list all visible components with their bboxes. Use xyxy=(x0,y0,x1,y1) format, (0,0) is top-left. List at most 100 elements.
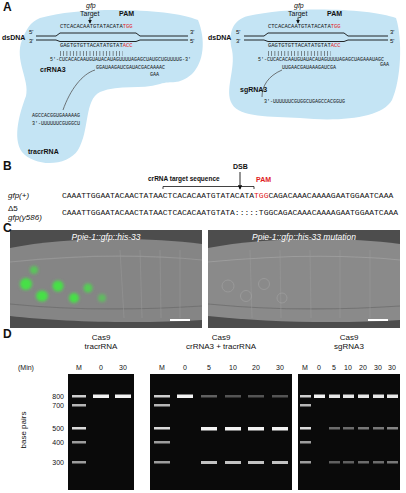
panel-letter: C xyxy=(3,222,12,234)
rna-sequence: 3'-UUUUUUCGUGGCUGAGCCACGGUG xyxy=(264,100,345,105)
base-pair-ticks xyxy=(268,51,331,56)
pam-label: PAM xyxy=(327,10,342,17)
lane-label: 20 xyxy=(252,364,260,371)
end-label: 3' xyxy=(29,38,33,44)
target-arrow xyxy=(298,18,299,24)
size-label: 700 xyxy=(52,402,64,409)
allele-name: gfp(y586) xyxy=(8,214,42,222)
end-label: 3' xyxy=(190,29,194,35)
allele-name: gfp(+) xyxy=(8,192,29,200)
gel xyxy=(150,374,292,490)
rna-strand xyxy=(63,70,95,110)
dna-sequence: CTCACACAATGTATACATA xyxy=(60,24,123,30)
dna-label: dsDNA xyxy=(2,34,25,41)
pam-sequence: ACC xyxy=(123,43,133,49)
gel-title: Cas9 xyxy=(212,334,231,342)
micrograph xyxy=(10,230,202,328)
gene-name: gfp xyxy=(294,2,304,9)
lane-label: 20 xyxy=(359,364,367,371)
gel-title: tracrRNA xyxy=(85,343,118,351)
dna-sequence: CTCACACAATGTATACATA xyxy=(268,24,331,30)
pam-sequence: TGG xyxy=(331,24,341,30)
gel-title: sgRNA3 xyxy=(334,343,364,351)
gel xyxy=(298,374,400,490)
dna-strand xyxy=(36,33,188,36)
rna-sequence: AGCCACGGUGAAAAAG xyxy=(32,114,80,119)
end-label: 5' xyxy=(29,29,33,35)
pam-label: PAM xyxy=(119,10,134,17)
panel-letter: A xyxy=(3,1,12,13)
gene-name: gfp xyxy=(86,2,96,9)
target-label: crRNA target sequence xyxy=(148,176,220,183)
target-label: Target xyxy=(288,10,307,17)
lane-label: 30 xyxy=(119,364,127,371)
rna-sequence: GAA xyxy=(150,73,159,78)
pam-sequence: ACC xyxy=(331,43,341,49)
allele-name: Δ5 xyxy=(8,205,18,213)
size-label: 800 xyxy=(52,393,64,400)
pam-sequence: TGG xyxy=(254,192,268,200)
dna-strand xyxy=(244,33,388,36)
lane-label: 0 xyxy=(317,364,321,371)
lane-label: 10 xyxy=(229,364,237,371)
lane-label: 30 xyxy=(388,364,396,371)
panel-title: Ppie-1::gfp::his-33 mutation xyxy=(208,230,400,242)
dna-sequence: CAAATTGGAATACAACTATAACTCACACAATGTATACATA xyxy=(62,192,254,200)
micrograph-panel: Ppie-1::gfp::his-33 mutation xyxy=(208,230,400,328)
gel-title: crRNA3 + tracrRNA xyxy=(186,343,256,351)
rna-sequence: UUGAACGAUAAAGAUCGA xyxy=(282,66,336,71)
size-label: 400 xyxy=(52,439,64,446)
dna-sequence: GAGTGTGTTACATATGTAT xyxy=(268,43,331,49)
rna-name: sgRNA3 xyxy=(240,86,267,93)
lane-label: 5 xyxy=(332,364,336,371)
lane-label: 30 xyxy=(276,364,284,371)
micrograph-panel: Ppie-1::gfp::his-33 xyxy=(10,230,202,328)
lane-label: 30 xyxy=(374,364,382,371)
dna-strand xyxy=(244,40,388,42)
pam-sequence: TGG xyxy=(123,24,133,30)
rna-sequence: 3'-UUUUUUCGUGGCU xyxy=(32,122,80,127)
rna-sequence: GAA xyxy=(380,63,389,68)
dna-label: dsDNA xyxy=(208,34,231,41)
lane-label: 10 xyxy=(344,364,352,371)
dna-sequence: CAAATTGGAATACAACTATAACTCACACAATGTATA::::… xyxy=(62,209,398,217)
panel-letter: D xyxy=(3,328,12,340)
cas9-complex xyxy=(17,10,203,163)
axis-label: base pairs xyxy=(20,412,28,449)
rna-sequence: 5'-CUCACACAAUGUAUACAUAGUUUUAGAGCUAGAAAUA… xyxy=(258,58,384,63)
cas9-complex xyxy=(229,9,400,119)
base-pair-ticks xyxy=(60,51,123,56)
end-label: 3' xyxy=(390,29,394,35)
dna-strand xyxy=(36,40,188,42)
rna-sequence: 5'-CUCACACAAUGUAUACAUAGUUUUAGAGCUAUGCUGU… xyxy=(50,58,191,63)
lane-label: 5 xyxy=(207,364,211,371)
end-label: 5' xyxy=(236,29,240,35)
lane-label: M xyxy=(159,364,165,371)
gel-title: Cas9 xyxy=(92,334,111,342)
size-label: 300 xyxy=(52,459,64,466)
target-label: Target xyxy=(80,10,99,17)
dna-sequence: GAGTGTGTTACATATGTAT xyxy=(60,43,123,49)
size-label: 500 xyxy=(52,425,64,432)
gel xyxy=(68,374,134,490)
pam-label: PAM xyxy=(256,176,271,183)
axis-label: (Min) xyxy=(18,364,34,371)
lane-label: 0 xyxy=(99,364,103,371)
rna-sequence: GGAUAAGAUCGAUACGACAAAAC xyxy=(96,66,165,71)
end-label: 5' xyxy=(390,38,394,44)
lane-label: M xyxy=(302,364,308,371)
panel-letter: B xyxy=(3,160,12,172)
micrograph xyxy=(208,230,400,328)
dsb-label: DSB xyxy=(233,163,248,170)
lane-label: 0 xyxy=(183,364,187,371)
rna-name: tracrRNA xyxy=(28,148,59,155)
rna-name: crRNA3 xyxy=(40,66,66,73)
lane-label: M xyxy=(76,364,82,371)
dsb-arrow xyxy=(240,172,241,189)
panel-title: Ppie-1::gfp::his-33 xyxy=(10,230,202,242)
dna-sequence: CAGACAAACAAAAGAATGGAATCAAA xyxy=(268,192,393,200)
end-label: 5' xyxy=(190,38,194,44)
